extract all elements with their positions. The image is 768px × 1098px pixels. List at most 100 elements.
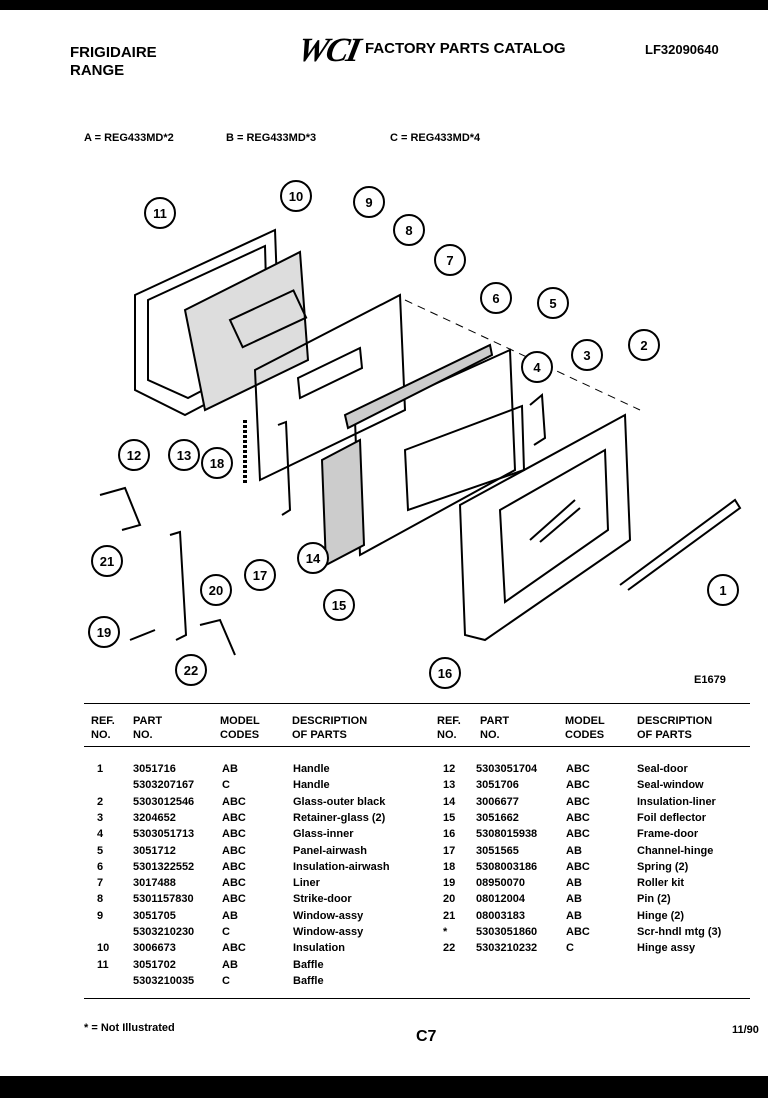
- table-cell-codes: ABC: [566, 796, 590, 808]
- table-cell-part: 5308003186: [476, 861, 538, 873]
- table-cell-ref: 3: [97, 812, 104, 824]
- table-cell-codes: AB: [566, 845, 582, 857]
- table-cell-desc: Baffle: [293, 959, 324, 971]
- table-cell-codes: C: [222, 779, 230, 791]
- table-cell-desc: Retainer-glass (2): [293, 812, 386, 824]
- callout-9: 9: [353, 186, 385, 218]
- callout-13: 13: [168, 439, 200, 471]
- hinge-assy-part: [169, 530, 188, 641]
- svg-text:18: 18: [210, 456, 224, 471]
- table-cell-part: 5301322552: [133, 861, 195, 873]
- table-cell-codes: ABC: [222, 845, 246, 857]
- svg-text:17: 17: [253, 568, 267, 583]
- svg-text:4: 4: [533, 360, 541, 375]
- callout-22: 22: [175, 654, 207, 686]
- table-cell-ref: 17: [443, 845, 456, 857]
- callout-18: 18: [201, 447, 233, 479]
- table-cell-desc: Scr-hndl mtg (3): [637, 926, 722, 938]
- table-cell-desc: Hinge assy: [637, 942, 696, 954]
- table-cell-desc: Seal-door: [637, 763, 688, 775]
- table-cell-desc: Liner: [293, 877, 320, 889]
- table-cell-desc: Handle: [293, 763, 330, 775]
- callout-10: 10: [280, 180, 312, 212]
- channel-hinge-part: [277, 420, 292, 516]
- table-cell-desc: Insulation: [293, 942, 345, 954]
- table-cell-part: 3204652: [133, 812, 176, 824]
- revision-date: 11/90: [732, 1024, 759, 1036]
- exploded-door-diagram: 1 2 3 4 5 6 7 8 9 10 11 12 13 14 15 16 1…: [88, 180, 742, 689]
- svg-text:20: 20: [209, 583, 223, 598]
- table-cell-ref: 5: [97, 845, 104, 857]
- table-cell-desc: Strike-door: [293, 893, 352, 905]
- svg-text:2: 2: [640, 338, 647, 353]
- table-cell-desc: Hinge (2): [637, 910, 685, 922]
- table-cell-part: 3051716: [133, 763, 176, 775]
- table-cell-ref: 15: [443, 812, 456, 824]
- insulation-liner-part: [320, 438, 366, 567]
- table-cell-desc: Seal-window: [637, 779, 704, 791]
- table-cell-codes: ABC: [222, 877, 246, 889]
- svg-text:9: 9: [365, 195, 372, 210]
- table-cell-ref: 19: [443, 877, 456, 889]
- table-cell-part: 3051705: [133, 910, 176, 922]
- table-cell-codes: ABC: [566, 828, 590, 840]
- table-cell-part: 08012004: [476, 893, 525, 905]
- table-cell-codes: AB: [222, 910, 238, 922]
- table-cell-part: 5303210232: [476, 942, 538, 954]
- pin-part: [199, 618, 236, 656]
- table-cell-ref: 13: [443, 779, 456, 791]
- table-header-rule: [84, 746, 750, 747]
- not-illustrated-note: * = Not Illustrated: [84, 1022, 175, 1034]
- svg-text:14: 14: [306, 551, 321, 566]
- table-cell-codes: ABC: [566, 926, 590, 938]
- document-number: LF32090640: [645, 42, 719, 57]
- svg-text:13: 13: [177, 448, 191, 463]
- svg-text:19: 19: [97, 625, 111, 640]
- table-bottom-rule: [84, 998, 750, 999]
- callout-21: 21: [91, 545, 123, 577]
- brand-block: FRIGIDAIRE RANGE: [70, 44, 157, 80]
- svg-text:1: 1: [719, 583, 726, 598]
- table-cell-codes: AB: [566, 877, 582, 889]
- table-cell-part: 5308015938: [476, 828, 538, 840]
- callout-bubbles: 1 2 3 4 5 6 7 8 9 10 11 12 13 14 15 16 1…: [88, 180, 739, 689]
- svg-text:16: 16: [438, 666, 452, 681]
- table-cell-ref: 21: [443, 910, 456, 922]
- table-cell-codes: ABC: [222, 942, 246, 954]
- callout-1: 1: [707, 574, 739, 606]
- roller-kit-part: [129, 629, 156, 641]
- table-cell-desc: Baffle: [293, 975, 324, 987]
- callout-5: 5: [537, 287, 569, 319]
- table-cell-desc: Pin (2): [637, 893, 671, 905]
- table-cell-ref: 16: [443, 828, 456, 840]
- table-cell-part: 5303051704: [476, 763, 538, 775]
- svg-text:21: 21: [100, 554, 114, 569]
- catalog-title: FACTORY PARTS CATALOG: [365, 40, 566, 57]
- table-cell-ref: 7: [97, 877, 104, 889]
- model-a-label: A = REG433MD*2: [84, 132, 174, 144]
- table-cell-desc: Window-assy: [293, 910, 364, 922]
- liner-part: [253, 293, 407, 482]
- table-cell-part: 3051712: [133, 845, 176, 857]
- callout-14: 14: [297, 542, 329, 574]
- svg-text:10: 10: [289, 189, 303, 204]
- table-cell-part: 3006677: [476, 796, 519, 808]
- table-cell-desc: Roller kit: [637, 877, 685, 889]
- table-cell-ref: 10: [97, 942, 110, 954]
- table-cell-desc: Spring (2): [637, 861, 689, 873]
- table-cell-ref: 2: [97, 796, 104, 808]
- callout-2: 2: [628, 329, 660, 361]
- table-cell-part: 5303210230: [133, 926, 195, 938]
- table-cell-desc: Handle: [293, 779, 330, 791]
- bottom-border-bar: [0, 1076, 768, 1098]
- table-cell-ref: 8: [97, 893, 104, 905]
- table-cell-ref: 1: [97, 763, 104, 775]
- table-cell-ref: 9: [97, 910, 104, 922]
- table-cell-desc: Insulation-airwash: [293, 861, 390, 873]
- table-cell-desc: Glass-outer black: [293, 796, 386, 808]
- table-cell-part: 3051702: [133, 959, 176, 971]
